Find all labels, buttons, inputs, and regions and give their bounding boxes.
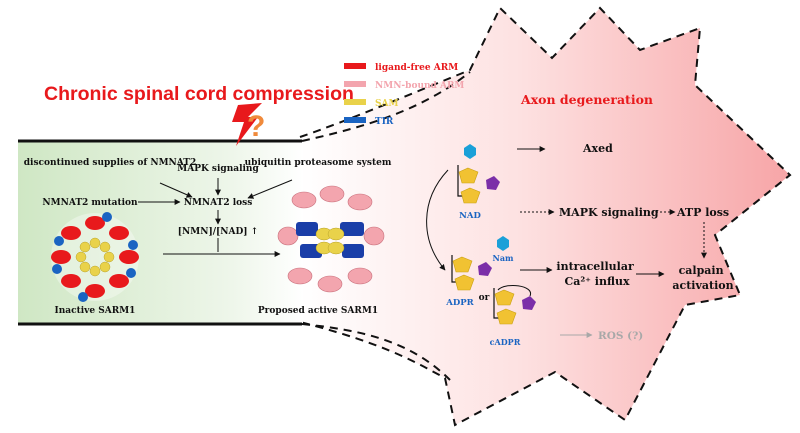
neuron-cell-body: [299, 6, 792, 427]
legend-label-tir: TIR: [375, 117, 394, 127]
arrow-nad-to-adpr: [426, 169, 449, 271]
atp-loss-label: ATP loss: [676, 206, 729, 219]
adpr-purple-ring-icon: [478, 262, 492, 276]
legend-swatch-ligand-free-arm: [344, 63, 366, 69]
active-sarm1-label: Proposed active SARM1: [258, 306, 378, 316]
lightning-bolt-icon: [232, 103, 262, 146]
calpain-activation-label: calpain activation: [672, 264, 733, 292]
legend-label-ligand-free-arm: ligand-free ARM: [375, 63, 458, 73]
active-nmn-bound-arms: [277, 185, 385, 293]
calcium-line-2: Ca²⁺ influx: [564, 275, 630, 288]
adpr-label: ADPR: [445, 298, 474, 308]
legend-swatch-tir: [344, 117, 366, 123]
discontinued-line: discontinued supplies of NMNAT2: [24, 158, 196, 168]
right-mapk-label: MAPK signaling: [559, 206, 659, 219]
legend-swatch-nmn-bound-arm: [344, 81, 366, 87]
axed-label: Axed: [582, 142, 613, 155]
nam-label: Nam: [493, 253, 514, 263]
nad-nam-hexagon-icon: [464, 144, 476, 159]
calpain-line-2: activation: [672, 279, 733, 292]
question-mark: ?: [247, 110, 265, 143]
ros-label: ROS (?): [598, 330, 643, 342]
active-sam-core: [315, 227, 345, 255]
nad-purple-ring-icon: [486, 176, 500, 190]
mapk-signaling-label: MAPK signaling: [177, 164, 259, 174]
inactive-sam-core: [75, 237, 115, 277]
active-tir-domains: [296, 222, 364, 258]
arrow-discontinued-to-loss: [159, 182, 193, 198]
inactive-sarm1-structure: [51, 212, 139, 302]
axon-top-dashed: [301, 71, 471, 142]
discontinued-supplies-label: discontinued supplies of NMNAT2: [24, 158, 196, 168]
inactive-tir-domains: [52, 212, 138, 302]
nmn-nad-ratio-label: [NMN]/[NAD] ↑: [178, 227, 258, 237]
active-sarm1-structure: [277, 185, 385, 293]
inactive-sarm1-label: Inactive SARM1: [55, 306, 136, 316]
cadpr-purple-ring-icon: [522, 296, 536, 310]
nad-label: NAD: [459, 211, 481, 221]
or-label: or: [479, 293, 490, 303]
legend-swatch-sam: [344, 99, 366, 105]
calcium-influx-label: intracellular Ca²⁺ influx: [556, 260, 637, 288]
legend-label-sam: SAM: [375, 99, 398, 109]
ubiquitin-proteasome-label: ubiquitin proteasome system: [245, 158, 392, 168]
nam-hexagon-icon: [497, 236, 509, 251]
nmnat2-mutation-label: NMNAT2 mutation: [42, 198, 138, 208]
axon-bottom-dashed: [301, 323, 451, 381]
inactive-arm-ring: [51, 216, 139, 298]
calcium-line-1: intracellular: [556, 260, 634, 273]
page-title: Chronic spinal cord compression: [44, 83, 354, 105]
nad-molecule: [457, 144, 500, 204]
nmnat2-loss-label: NMNAT2 loss: [184, 198, 253, 208]
legend: ligand-free ARM NMN-bound ARM SAM TIR: [344, 63, 464, 127]
calpain-line-1: calpain: [679, 264, 724, 277]
cadpr-molecule: [493, 284, 536, 325]
adpr-molecule: [451, 255, 492, 291]
cadpr-label: cADPR: [490, 337, 521, 347]
arrow-ubiquitin-to-loss: [247, 179, 293, 199]
legend-label-nmn-bound-arm: NMN-bound ARM: [375, 81, 464, 91]
axon-degeneration-heading: Axon degeneration: [520, 92, 653, 107]
